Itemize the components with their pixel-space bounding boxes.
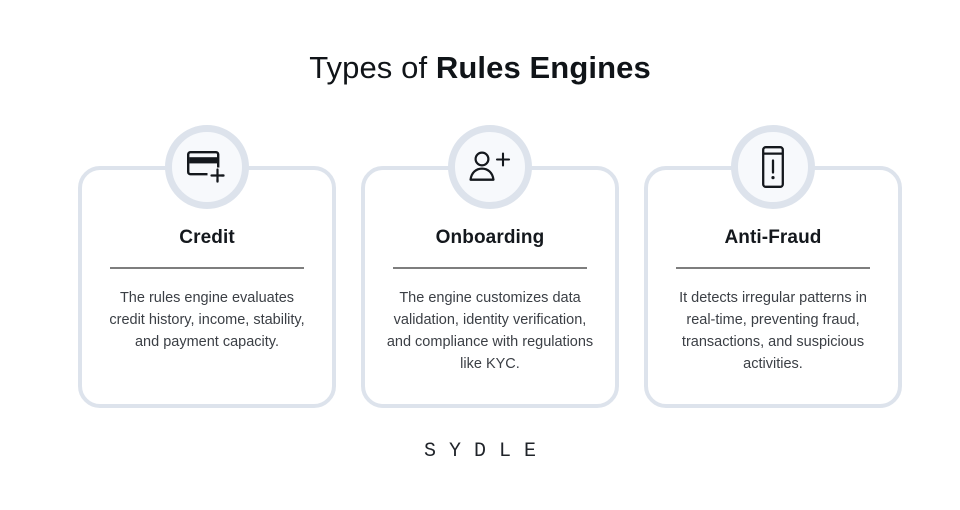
card-divider <box>393 267 587 269</box>
card-body: It detects irregular patterns in real-ti… <box>679 290 867 372</box>
user-plus-icon <box>448 125 532 209</box>
credit-card-plus-icon <box>165 125 249 209</box>
card-body: The engine customizes data validation, i… <box>386 290 594 372</box>
phone-alert-icon <box>731 125 815 209</box>
card-divider <box>110 267 304 269</box>
page-title: Types of Rules Engines <box>0 48 960 88</box>
card-title: Credit <box>179 227 235 248</box>
card-divider <box>676 267 870 269</box>
page-title-regular: Types of <box>309 50 436 85</box>
card-row: Credit The rules engine evaluates credit… <box>78 125 902 408</box>
card-anti-fraud: Anti-Fraud It detects irregular patterns… <box>644 125 902 408</box>
card-onboarding: Onboarding The engine customizes data va… <box>361 125 619 408</box>
card-title: Anti-Fraud <box>724 227 822 248</box>
card-title: Onboarding <box>435 227 545 248</box>
brand-logo: SYDLE <box>423 440 549 463</box>
card-credit: Credit The rules engine evaluates credit… <box>78 125 336 408</box>
card-body: The rules engine evaluates credit histor… <box>109 290 305 350</box>
page-title-bold: Rules Engines <box>435 50 651 85</box>
